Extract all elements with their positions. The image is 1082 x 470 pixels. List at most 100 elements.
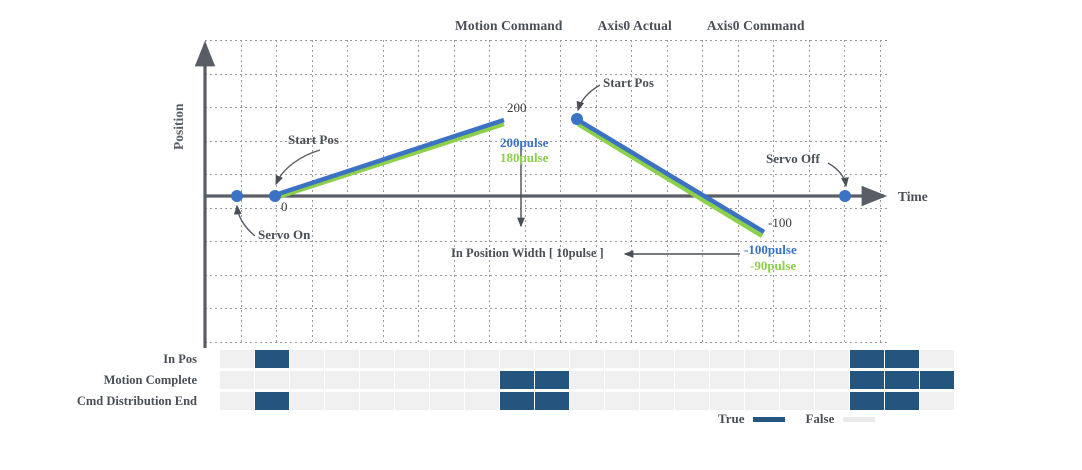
x-axis-label: Time xyxy=(898,189,928,204)
signal-row-label: In Pos xyxy=(163,352,197,366)
annotation-servo-on: Servo On xyxy=(258,227,311,242)
signal-cell-false xyxy=(430,371,465,389)
annotation-servo-off: Servo Off xyxy=(766,151,820,166)
signal-cell-false xyxy=(465,371,500,389)
y-axis-label: Position xyxy=(171,103,186,150)
signal-cell-false xyxy=(780,371,815,389)
signal-cell-false xyxy=(535,350,570,368)
signal-cell-false xyxy=(430,350,465,368)
signal-cell-false xyxy=(570,350,605,368)
signal-cell-false xyxy=(710,350,745,368)
signal-cell-true xyxy=(850,371,885,389)
signal-cell-false xyxy=(570,392,605,410)
signal-track xyxy=(220,392,955,410)
signal-cell-true xyxy=(885,392,920,410)
legend-item-axis0-actual: Axis0 Actual xyxy=(598,18,681,34)
annotation-start-pos-2: Start Pos xyxy=(603,75,654,90)
signal-track xyxy=(220,350,955,368)
pulse-label-neg100: -100pulse xyxy=(744,242,797,257)
signal-cell-false xyxy=(290,392,325,410)
signal-cell-false xyxy=(640,371,675,389)
grid-line-v xyxy=(524,40,526,345)
grid-line-h xyxy=(205,174,890,175)
legend-item-motion-command: Motion Command xyxy=(455,18,572,34)
signal-cell-false xyxy=(465,392,500,410)
signal-cell-false xyxy=(570,371,605,389)
grid-line-h xyxy=(205,308,890,309)
signal-cell-true xyxy=(255,392,290,410)
signal-row: In Pos xyxy=(0,350,1082,368)
value-label-zero: 0 xyxy=(281,199,288,214)
signal-cell-false xyxy=(395,392,430,410)
signal-cell-false xyxy=(465,350,500,368)
signal-cell-true xyxy=(885,350,920,368)
signal-cell-true xyxy=(850,350,885,368)
signal-cell-true xyxy=(500,392,535,410)
signal-cell-false xyxy=(640,392,675,410)
signal-cell-false xyxy=(220,371,255,389)
signal-cell-false xyxy=(325,350,360,368)
legend-false-label: False xyxy=(805,411,835,426)
legend-label: Motion Command xyxy=(455,18,563,33)
grid-line-v xyxy=(808,40,810,345)
grid-line-v xyxy=(560,40,561,345)
signal-cell-false xyxy=(710,371,745,389)
signal-cell-false xyxy=(745,371,780,389)
grid-line-h xyxy=(205,274,890,276)
value-label-200: 200 xyxy=(507,100,527,115)
signal-cell-false xyxy=(815,392,850,410)
signal-track xyxy=(220,371,955,389)
signal-cell-false xyxy=(815,350,850,368)
signal-cell-false xyxy=(325,371,360,389)
signal-cell-false xyxy=(675,371,710,389)
legend-top: Motion Command Axis0 Actual Axis0 Comman… xyxy=(455,18,840,34)
grid-line-v xyxy=(773,40,774,345)
signal-cell-true xyxy=(885,371,920,389)
signal-cell-false xyxy=(640,350,675,368)
signal-cell-false xyxy=(395,350,430,368)
signal-cell-false xyxy=(675,350,710,368)
legend-bottom: True False xyxy=(718,411,895,427)
signal-cell-true xyxy=(500,371,535,389)
signal-row: Motion Complete xyxy=(0,371,1082,389)
pulse-label-180: 180pulse xyxy=(500,150,549,165)
legend-true-label: True xyxy=(718,411,745,426)
signal-cell-false xyxy=(920,392,955,410)
grid-line-h xyxy=(205,73,890,75)
legend-false-swatch xyxy=(843,416,876,422)
signal-cell-false xyxy=(920,350,955,368)
signal-cell-true xyxy=(535,371,570,389)
signal-row-label: Motion Complete xyxy=(103,373,197,387)
annotation-in-position-width: In Position Width [ 10pulse ] xyxy=(451,246,604,260)
pulse-label-200: 200pulse xyxy=(500,135,549,150)
signal-cell-false xyxy=(220,350,255,368)
signal-cell-false xyxy=(360,350,395,368)
signal-row-label: Cmd Distribution End xyxy=(76,394,197,408)
legend-label: Axis0 Actual xyxy=(597,18,672,33)
signal-cell-false xyxy=(360,392,395,410)
signal-cell-false xyxy=(290,350,325,368)
signal-cell-false xyxy=(605,392,640,410)
signal-cell-false xyxy=(325,392,360,410)
signal-cell-false xyxy=(395,371,430,389)
signal-cell-false xyxy=(605,350,640,368)
signal-cell-true xyxy=(850,392,885,410)
legend-item-axis0-command: Axis0 Command xyxy=(707,18,814,34)
legend-true-swatch xyxy=(753,416,786,422)
signal-cell-false xyxy=(745,350,780,368)
signal-cell-false xyxy=(780,392,815,410)
pulse-label-neg90: -90pulse xyxy=(750,258,797,273)
signal-cell-false xyxy=(500,350,535,368)
signal-cell-false xyxy=(815,371,850,389)
legend-label: Axis0 Command xyxy=(706,18,805,33)
signal-cell-false xyxy=(675,392,710,410)
signal-cell-true xyxy=(535,392,570,410)
signal-cell-false xyxy=(255,371,290,389)
signal-cell-true xyxy=(920,371,955,389)
grid-line-h xyxy=(205,107,890,108)
grid-line-h xyxy=(205,207,890,209)
grid-horizontal xyxy=(205,40,890,345)
signal-cell-false xyxy=(710,392,745,410)
plot-area xyxy=(205,40,890,345)
